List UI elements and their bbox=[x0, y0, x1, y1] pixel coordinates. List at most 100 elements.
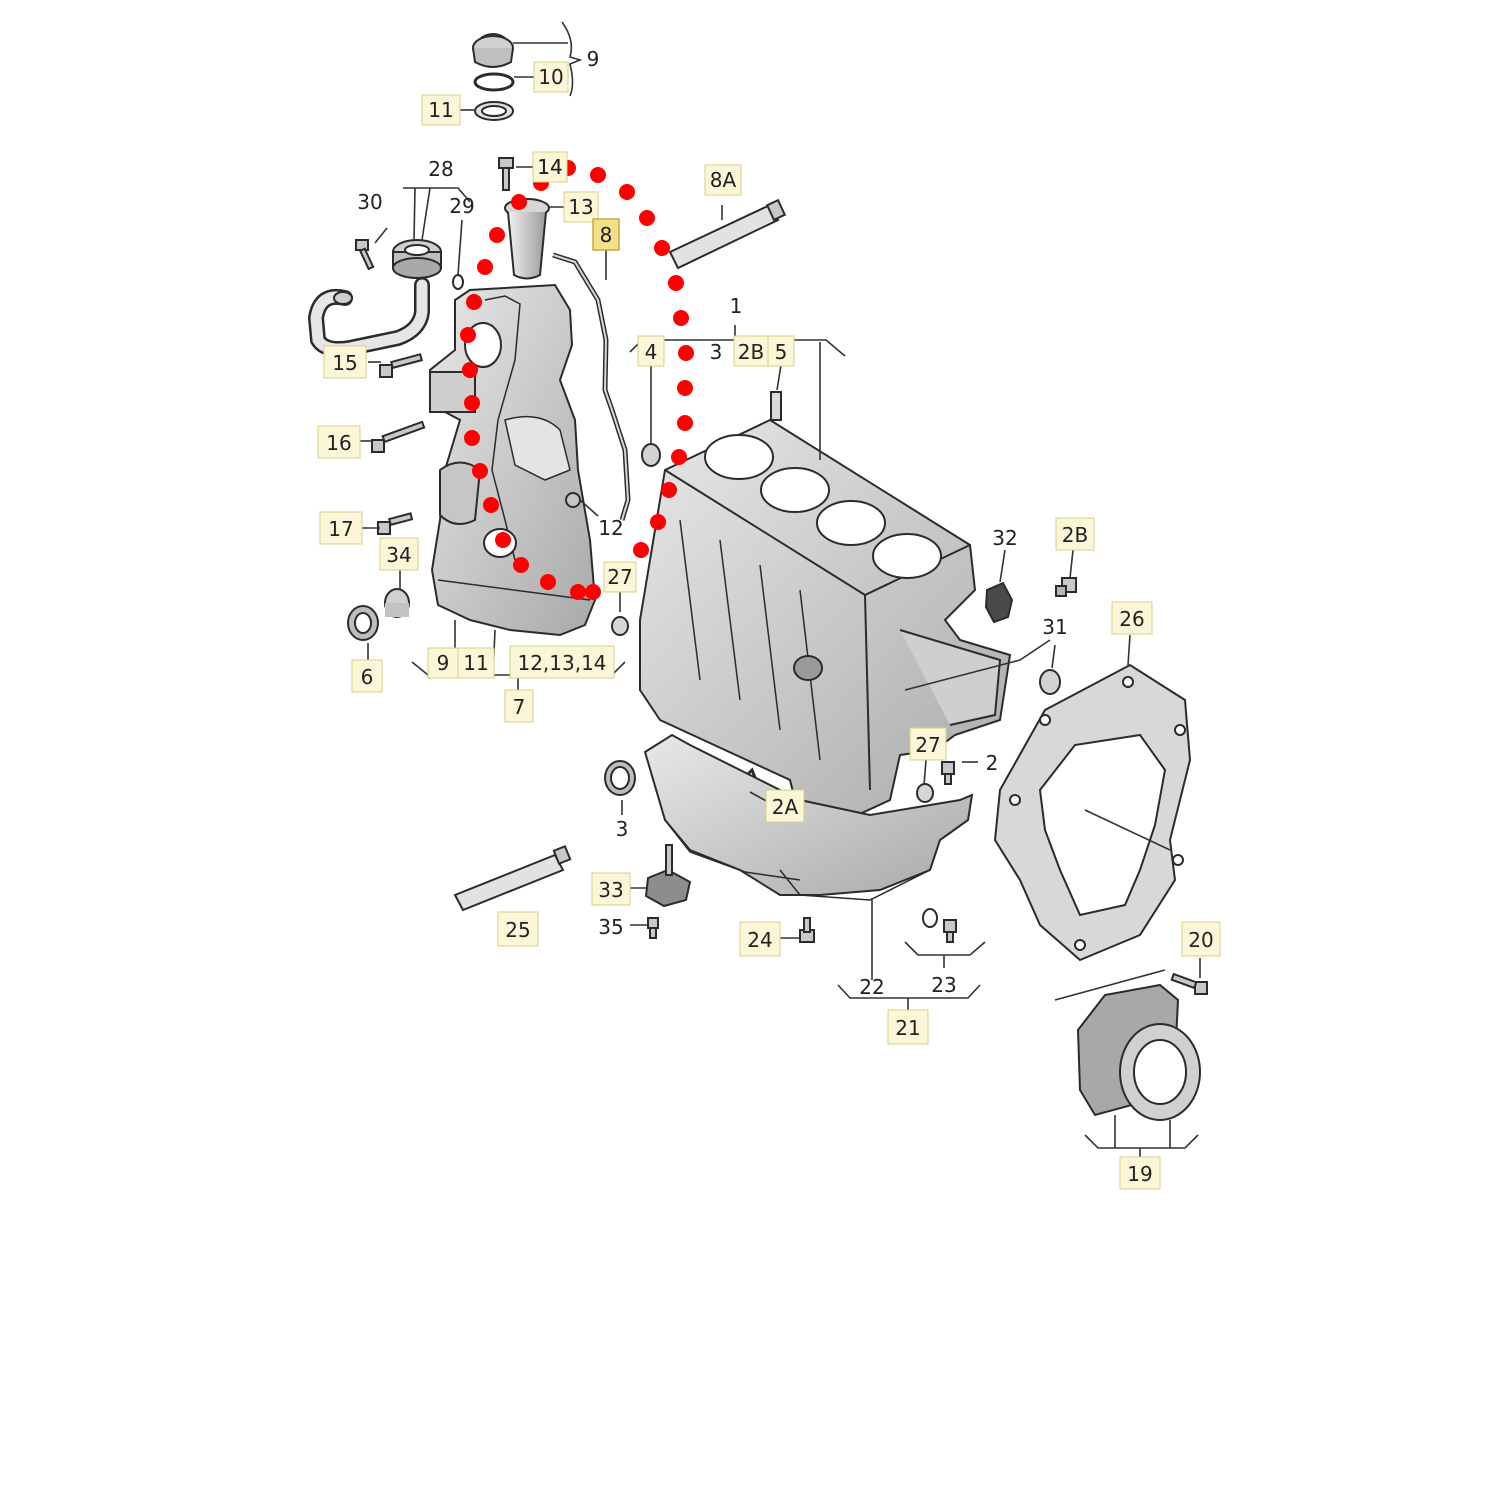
svg-text:2A: 2A bbox=[772, 795, 799, 819]
callout-14-top-box: 14 bbox=[537, 155, 562, 179]
trace-dot bbox=[619, 184, 635, 200]
trace-dot bbox=[513, 557, 529, 573]
trace-dot bbox=[511, 194, 527, 210]
trace-dot bbox=[661, 482, 677, 498]
callout-27-bottom: 27 bbox=[909, 727, 947, 761]
drain-seal-23 bbox=[922, 908, 938, 928]
trace-dot bbox=[464, 430, 480, 446]
trace-dot bbox=[678, 345, 694, 361]
callout-24: 24 bbox=[739, 921, 781, 957]
dowel-27-mid bbox=[611, 616, 629, 636]
trace-dot bbox=[650, 514, 666, 530]
bolt-16 bbox=[371, 420, 426, 453]
trace-dot bbox=[466, 294, 482, 310]
svg-text:12,13,14: 12,13,14 bbox=[517, 651, 606, 675]
callout-34: 34 bbox=[379, 537, 419, 571]
trace-dot bbox=[489, 227, 505, 243]
svg-text:8A: 8A bbox=[710, 168, 737, 192]
svg-text:21: 21 bbox=[895, 1016, 920, 1040]
callout-10: 10 bbox=[533, 61, 569, 93]
svg-text:8: 8 bbox=[600, 223, 613, 247]
callout-15: 15 bbox=[323, 345, 367, 379]
seal-3-bottom bbox=[604, 760, 636, 796]
label-12-mid: 12 bbox=[598, 516, 623, 540]
dowel-5 bbox=[770, 391, 782, 421]
small-seal-29 bbox=[452, 274, 464, 290]
svg-text:4: 4 bbox=[645, 340, 658, 364]
bolt-20 bbox=[1170, 972, 1208, 995]
oil-level-sensor bbox=[644, 844, 692, 908]
svg-text:9: 9 bbox=[437, 651, 450, 675]
bolt-30 bbox=[355, 239, 375, 271]
crank-seal-6 bbox=[347, 605, 379, 641]
svg-text:10: 10 bbox=[538, 65, 563, 89]
callout-6: 6 bbox=[351, 659, 383, 693]
callout-33: 33 bbox=[591, 872, 631, 906]
oil-pan bbox=[643, 733, 974, 901]
callout-26: 26 bbox=[1111, 601, 1153, 635]
callout-11-bottom: 11 bbox=[457, 647, 495, 679]
callout-9-bottom: 9 bbox=[427, 647, 459, 679]
label-2: 2 bbox=[986, 751, 999, 775]
callout-13-top: 13 bbox=[563, 191, 599, 223]
dowel-27-bottom bbox=[916, 783, 934, 803]
svg-text:11: 11 bbox=[463, 651, 488, 675]
svg-text:11: 11 bbox=[428, 98, 453, 122]
svg-text:15: 15 bbox=[332, 351, 357, 375]
svg-text:25: 25 bbox=[505, 918, 530, 942]
callout-19: 19 bbox=[1119, 1156, 1161, 1190]
callout-5: 5 bbox=[767, 335, 795, 367]
trace-dot bbox=[671, 449, 687, 465]
svg-text:27: 27 bbox=[915, 733, 940, 757]
callout-25: 25 bbox=[497, 911, 539, 947]
oil-filler-pipe bbox=[504, 198, 550, 280]
svg-text:16: 16 bbox=[326, 431, 351, 455]
filler-neck-seal bbox=[474, 101, 514, 121]
trace-dot bbox=[570, 584, 586, 600]
callout-16: 16 bbox=[317, 425, 361, 459]
label-30: 30 bbox=[357, 190, 382, 214]
label-9-top: 9 bbox=[587, 47, 600, 71]
svg-text:26: 26 bbox=[1119, 607, 1144, 631]
trace-dot bbox=[460, 327, 476, 343]
label-29: 29 bbox=[449, 194, 474, 218]
trace-dot bbox=[477, 259, 493, 275]
label-1: 1 bbox=[730, 294, 743, 318]
trace-dot bbox=[654, 240, 670, 256]
svg-text:17: 17 bbox=[328, 517, 353, 541]
bolt-17 bbox=[377, 512, 414, 535]
callout-8: 8 bbox=[592, 218, 620, 251]
callout-17: 17 bbox=[319, 511, 363, 545]
dowel-4 bbox=[641, 443, 661, 467]
trace-dot bbox=[677, 415, 693, 431]
svg-text:24: 24 bbox=[747, 928, 772, 952]
small-seal-12 bbox=[565, 492, 581, 508]
svg-text:7: 7 bbox=[513, 695, 526, 719]
rear-gasket-26 bbox=[993, 663, 1192, 962]
trace-dot bbox=[464, 395, 480, 411]
oil-filter-housing bbox=[392, 239, 442, 279]
callout-27-mid: 27 bbox=[603, 561, 637, 593]
callout-2b-top: 2B bbox=[733, 335, 769, 367]
trace-dot bbox=[495, 532, 511, 548]
trace-dot bbox=[590, 167, 606, 183]
callout-20: 20 bbox=[1181, 921, 1221, 957]
sleeve-31 bbox=[1039, 669, 1061, 695]
label-23: 23 bbox=[931, 973, 956, 997]
svg-text:19: 19 bbox=[1127, 1162, 1152, 1186]
sealant-trace-dots bbox=[460, 160, 694, 600]
svg-text:27: 27 bbox=[607, 565, 632, 589]
label-3-top: 3 bbox=[710, 340, 723, 364]
bolt-35 bbox=[647, 917, 659, 939]
o-ring bbox=[473, 72, 515, 92]
svg-text:33: 33 bbox=[598, 878, 623, 902]
sleeve-34 bbox=[384, 588, 410, 618]
sealant-tube-8a bbox=[668, 198, 787, 270]
callout-14-top: 14 bbox=[532, 151, 568, 183]
callout-2b-right: 2B bbox=[1055, 517, 1095, 551]
trace-dot bbox=[673, 310, 689, 326]
trace-dot bbox=[540, 574, 556, 590]
trace-dot bbox=[668, 275, 684, 291]
trace-dot bbox=[633, 542, 649, 558]
